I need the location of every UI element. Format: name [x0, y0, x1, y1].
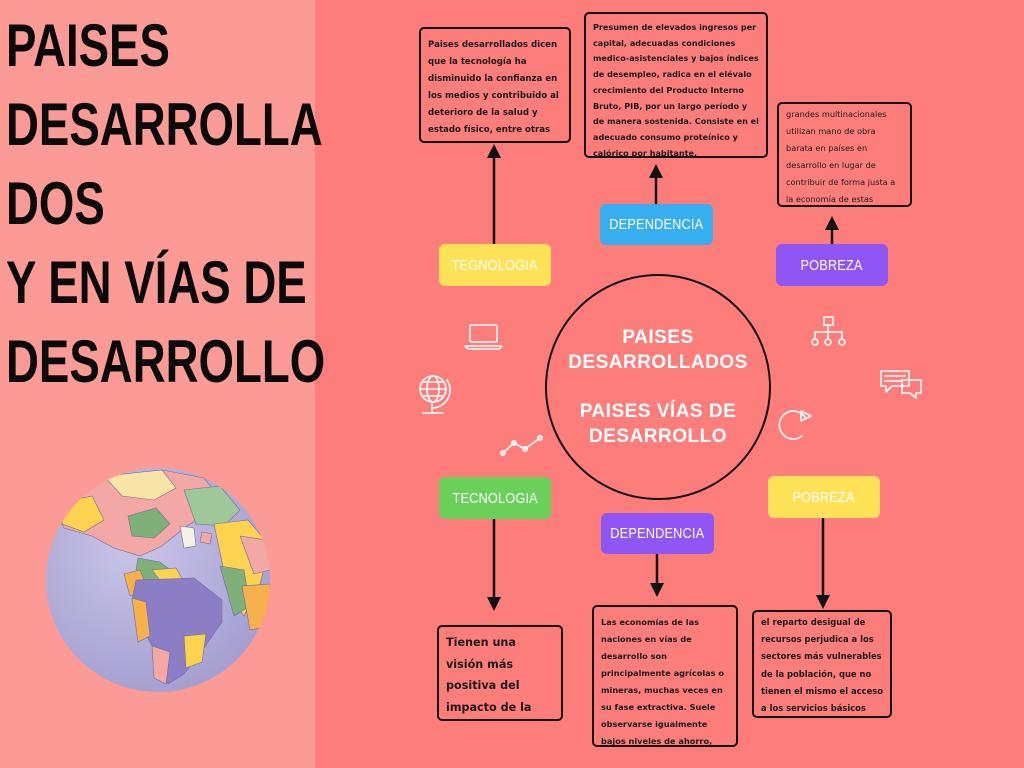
textbox-tecnologia-developed: Paises desarrollados dicen que la tecnol… [419, 27, 571, 143]
textbox-text: Tienen una visión más positiva del impac… [446, 636, 532, 714]
center-title-developed-2: DESARROLLADOS [568, 352, 748, 373]
chat-bubbles-icon [880, 370, 922, 399]
world-map-globe [46, 468, 270, 692]
textbox-dependencia-developing: Las economías de las naciones en vías de… [592, 605, 738, 747]
center-circle: PAISES DESARROLLADOS PAISES VÍAS DE DESA… [545, 274, 771, 500]
org-chart-icon [811, 316, 846, 346]
pill-dependencia-developed: DEPENDENCIA [600, 204, 713, 245]
pill-label: TECNOLOGIA [452, 489, 538, 507]
textbox-text: el reparto desigual de recursos perjudic… [761, 617, 883, 714]
textbox-text: Paises desarrollados dicen que la tecnol… [428, 40, 559, 135]
textbox-text: grandes multinacionales utilizan mano de… [786, 109, 896, 205]
pill-label: DEPENDENCIA [610, 525, 705, 542]
pill-label: POBREZA [792, 488, 856, 506]
title-line-1: PAISES [6, 12, 170, 79]
line-graph-icon [499, 434, 543, 456]
textbox-text: Las economías de las naciones en vías de… [601, 617, 725, 746]
textbox-pobreza-developing: el reparto desigual de recursos perjudic… [752, 610, 892, 718]
pill-label: DEPENDENCIA [609, 216, 704, 233]
pill-pobreza-developing: POBREZA [768, 476, 880, 518]
pill-tecnologia-developed: TEGNOLOGIA [439, 244, 551, 286]
pill-dependencia-developing: DEPENDENCIA [601, 513, 714, 554]
refresh-arrow-icon [778, 410, 812, 440]
pill-pobreza-developed: POBREZA [776, 244, 888, 286]
textbox-text: Presumen de elevados ingresos per capita… [593, 22, 759, 158]
pill-label: TEGNOLOGIA [451, 256, 539, 274]
pill-label: POBREZA [800, 256, 864, 274]
textbox-pobreza-developed: grandes multinacionales utilizan mano de… [777, 102, 912, 207]
center-title-developing-1: PAISES VÍAS DE [579, 401, 737, 422]
textbox-dependencia-developed: Presumen de elevados ingresos per capita… [584, 12, 768, 158]
center-title-developed-1: PAISES [622, 327, 694, 348]
pill-tecnologia-developing: TECNOLOGIA [439, 477, 551, 519]
title-line-3: DOS [6, 170, 105, 237]
center-title-developing-2: DESARROLLO [589, 426, 727, 447]
textbox-tecnologia-developing: Tienen una visión más positiva del impac… [437, 625, 563, 721]
laptop-icon [464, 324, 503, 350]
globe-stand-icon [419, 375, 451, 414]
